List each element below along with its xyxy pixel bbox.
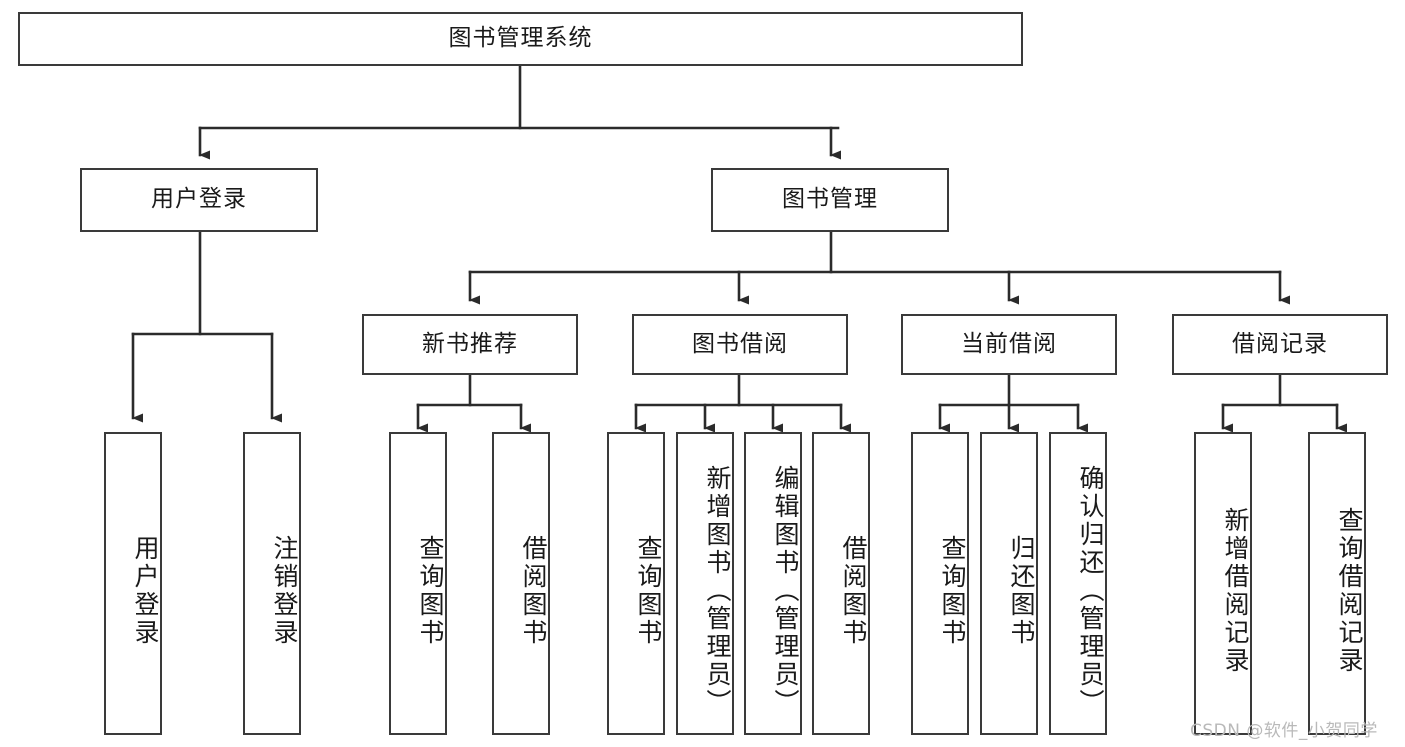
node-book-management[interactable]: 图书管理 xyxy=(711,168,949,232)
node-label: 归还图书 xyxy=(1007,534,1036,647)
node-label: 用户登录 xyxy=(151,186,247,213)
node-leaf-query-books-current[interactable]: 查询图书 xyxy=(911,432,969,735)
node-label: 查询图书 xyxy=(634,534,663,647)
node-leaf-confirm-return-admin[interactable]: 确认归还（管理员） xyxy=(1049,432,1107,735)
node-new-book-recommendation[interactable]: 新书推荐 xyxy=(362,314,578,375)
node-current-borrow[interactable]: 当前借阅 xyxy=(901,314,1117,375)
node-label: 借阅图书 xyxy=(839,534,868,647)
node-label: 图书管理系统 xyxy=(448,25,593,52)
node-leaf-add-borrow-record[interactable]: 新增借阅记录 xyxy=(1194,432,1252,735)
node-label: 查询图书 xyxy=(416,534,445,647)
node-leaf-user-login[interactable]: 用户登录 xyxy=(104,432,162,735)
node-leaf-logout[interactable]: 注销登录 xyxy=(243,432,301,735)
node-leaf-query-books-rec[interactable]: 查询图书 xyxy=(389,432,447,735)
node-user-login[interactable]: 用户登录 xyxy=(80,168,318,232)
node-leaf-query-books-borrow[interactable]: 查询图书 xyxy=(607,432,665,735)
node-label: 当前借阅 xyxy=(961,330,1057,357)
node-label: 确认归还（管理员） xyxy=(1076,464,1105,717)
node-root-library-management-system[interactable]: 图书管理系统 xyxy=(18,12,1023,66)
node-label: 新书推荐 xyxy=(422,330,518,357)
node-label: 查询借阅记录 xyxy=(1335,506,1364,675)
node-label: 借阅记录 xyxy=(1232,330,1328,357)
node-borrow-records[interactable]: 借阅记录 xyxy=(1172,314,1388,375)
node-leaf-query-borrow-record[interactable]: 查询借阅记录 xyxy=(1308,432,1366,735)
node-leaf-borrow-books-rec[interactable]: 借阅图书 xyxy=(492,432,550,735)
node-label: 图书管理 xyxy=(782,186,878,213)
node-leaf-add-book-admin[interactable]: 新增图书（管理员） xyxy=(676,432,734,735)
node-label: 借阅图书 xyxy=(519,534,548,647)
node-label: 新增图书（管理员） xyxy=(703,464,732,717)
watermark-text: CSDN @软件_小贺同学 xyxy=(1190,721,1378,741)
node-label: 注销登录 xyxy=(270,534,299,647)
node-leaf-edit-book-admin[interactable]: 编辑图书（管理员） xyxy=(744,432,802,735)
node-label: 查询图书 xyxy=(938,534,967,647)
node-label: 用户登录 xyxy=(131,534,160,647)
node-book-borrow[interactable]: 图书借阅 xyxy=(632,314,848,375)
node-leaf-borrow-books[interactable]: 借阅图书 xyxy=(812,432,870,735)
node-label: 编辑图书（管理员） xyxy=(771,464,800,717)
node-label: 新增借阅记录 xyxy=(1221,506,1250,675)
node-label: 图书借阅 xyxy=(692,330,788,357)
node-leaf-return-books[interactable]: 归还图书 xyxy=(980,432,1038,735)
